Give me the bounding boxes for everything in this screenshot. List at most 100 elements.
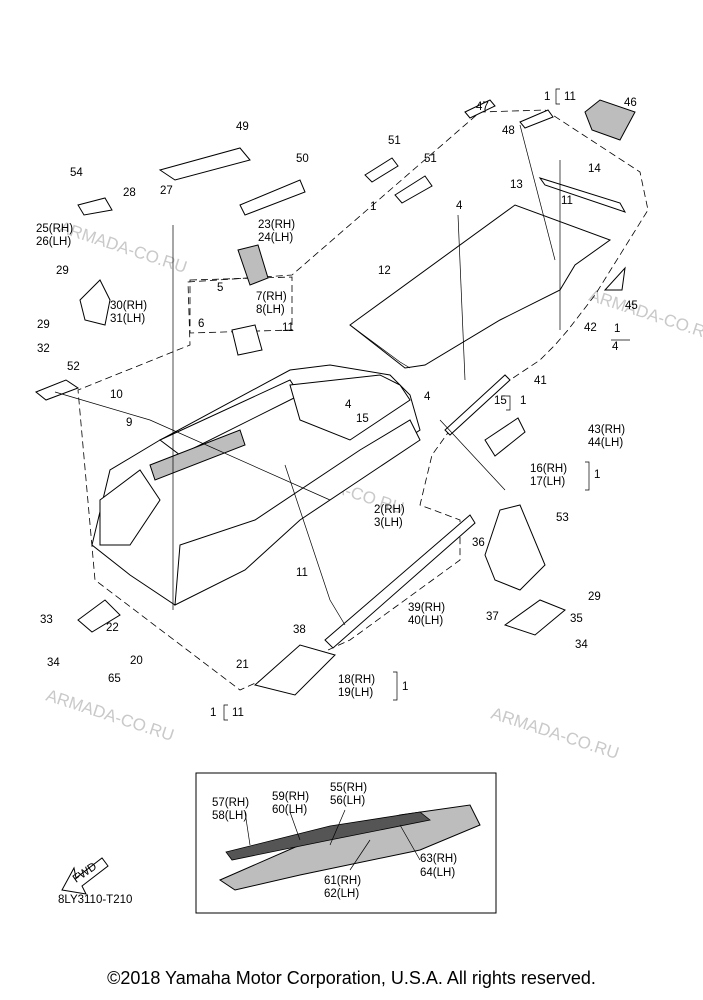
callout: 58(LH) — [212, 810, 247, 822]
callout: 31(LH) — [110, 313, 145, 325]
watermark-text: ARMADA-CO.RU — [587, 286, 703, 345]
callout: 6 — [198, 318, 204, 330]
callout: 10 — [110, 389, 123, 401]
callout: 14 — [588, 163, 601, 175]
callout: 19(LH) — [338, 687, 373, 699]
decal-49 — [158, 147, 251, 181]
callout: 5 — [217, 282, 223, 294]
rail-41 — [444, 374, 511, 436]
callout: 62(LH) — [324, 888, 359, 900]
decal-inset — [195, 772, 497, 914]
callout: 13 — [510, 179, 523, 191]
callout: 12 — [378, 265, 391, 277]
copyright-text: ©2018 Yamaha Motor Corporation, U.S.A. A… — [107, 968, 596, 988]
callout: 1 — [520, 395, 526, 407]
rear-bumper — [538, 177, 627, 213]
plate-18 — [253, 644, 336, 696]
callout: 3(LH) — [374, 517, 403, 529]
callout: 22 — [106, 622, 119, 634]
callout: 23(RH) — [258, 219, 295, 231]
callout: 20 — [130, 655, 143, 667]
callouts: 1 11 46 47 48 49 50 51 51 14 13 54 28 27… — [36, 91, 638, 900]
callout: 47 — [476, 101, 489, 113]
bracket-30 — [79, 279, 111, 326]
callout: 26(LH) — [36, 236, 71, 248]
diagram-code: 8LY3110-T210 — [58, 894, 132, 906]
callout: 36 — [472, 537, 485, 549]
callout: 11 — [282, 322, 294, 334]
callout: 27 — [160, 185, 173, 197]
callout: 37 — [486, 611, 499, 623]
callout: 1 — [402, 681, 408, 693]
callout: 21 — [236, 659, 249, 671]
callout: 30(RH) — [110, 300, 147, 312]
callout: 11 — [296, 567, 308, 579]
callout: 63(RH) — [420, 853, 457, 865]
callout: 49 — [236, 121, 249, 133]
callout: 60(LH) — [272, 804, 307, 816]
callout: 64(LH) — [420, 867, 455, 879]
callout: 11 — [561, 195, 573, 207]
leader-lines — [54, 124, 561, 626]
callout: 29 — [56, 265, 69, 277]
watermark-text: ARMADA-CO.RU — [489, 704, 622, 763]
callout: 54 — [70, 167, 83, 179]
callout: 25(RH) — [36, 223, 73, 235]
callout: 56(LH) — [330, 795, 365, 807]
callout: 59(RH) — [272, 791, 309, 803]
callout: 4 — [456, 200, 463, 212]
decal-48 — [519, 109, 554, 129]
callout: 7(RH) — [256, 291, 287, 303]
callout: 45 — [625, 300, 638, 312]
decal-51a — [364, 157, 399, 183]
callout: 28 — [123, 187, 136, 199]
watermark-text: ARMADA-CO.RU — [44, 686, 177, 745]
callout: 50 — [296, 153, 309, 165]
callout: 16(RH) — [530, 463, 567, 475]
callout: 41 — [534, 375, 547, 387]
tunnel-plate — [349, 204, 612, 369]
callout: 51 — [424, 153, 437, 165]
footrest-35 — [503, 599, 566, 636]
callout: 35 — [570, 613, 583, 625]
callout: 1 — [210, 707, 216, 719]
callout: 1 — [370, 201, 376, 213]
callout: 46 — [624, 97, 637, 109]
callout: 29 — [588, 591, 601, 603]
watermark-text: ARMADA-CO.RU — [57, 218, 190, 277]
stand-36 — [484, 504, 546, 591]
callout: 38 — [293, 624, 306, 636]
callout: 32 — [37, 343, 50, 355]
callout: 9 — [126, 417, 132, 429]
decal-50 — [239, 179, 306, 216]
callout: 34 — [575, 639, 588, 651]
callout: 11 — [232, 707, 244, 719]
callout: 4 — [424, 391, 431, 403]
callout: 29 — [37, 319, 50, 331]
callout: 15 — [356, 413, 369, 425]
plate-52 — [35, 379, 80, 401]
tail-light-46 — [584, 99, 636, 141]
callout: 18(RH) — [338, 674, 375, 686]
callout: 48 — [502, 125, 515, 137]
callout: 43(RH) — [588, 424, 625, 436]
callout: 53 — [556, 512, 569, 524]
callout: 1 — [614, 323, 620, 335]
group-brackets — [223, 88, 630, 721]
plate-33 — [77, 599, 121, 633]
boot-23 — [237, 244, 269, 286]
decal-51b — [394, 175, 433, 204]
callout: 17(LH) — [530, 476, 565, 488]
callout: 61(RH) — [324, 875, 361, 887]
callout: 57(RH) — [212, 797, 249, 809]
main-frame — [91, 364, 421, 606]
callout: 11 — [564, 91, 576, 103]
callout: 2(RH) — [374, 504, 405, 516]
callout: 4 — [612, 341, 619, 353]
running-board — [324, 514, 476, 649]
callout: 4 — [345, 399, 352, 411]
callout: 1 — [594, 469, 600, 481]
callout: 15 — [494, 395, 507, 407]
callout: 1 — [544, 91, 550, 103]
